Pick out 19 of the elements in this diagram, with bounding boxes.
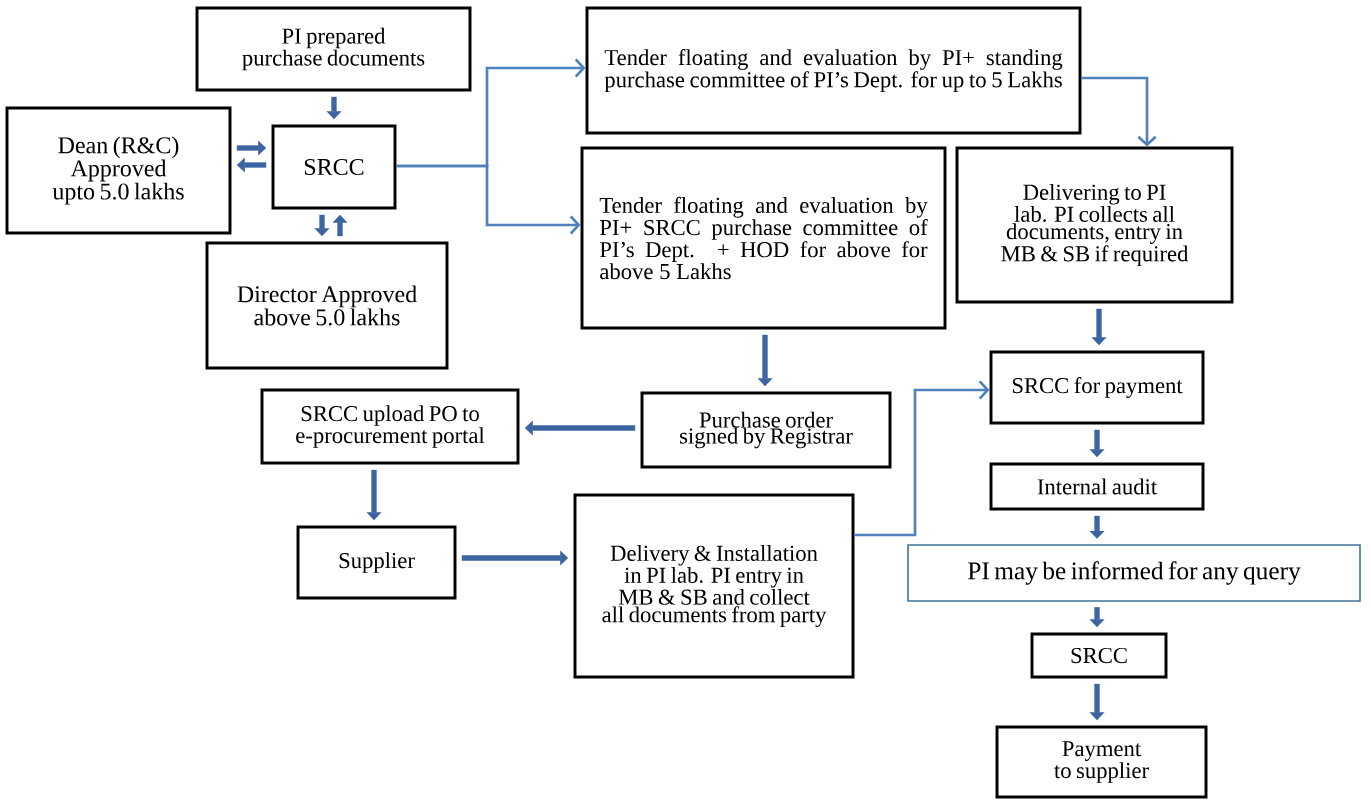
arrow [854, 380, 990, 537]
process-box: Payment to supplier [995, 725, 1208, 799]
arrow [1081, 76, 1157, 147]
process-box: Internal audit [989, 462, 1205, 511]
process-box: Purchase order signed by Registrar [640, 391, 892, 469]
process-box: Delivery & Installation in PI lab. PI entry in MB & SB and collect all documents from party [573, 493, 855, 679]
process-box: Tender floating and evaluation by PI+ standing purchase committee of PI’s Dept. for up to 5 Lakhs [585, 6, 1082, 135]
process-box: Delivering to PI lab. PI collects all documents, entry in MB & SB if required [955, 146, 1234, 304]
process-box: SRCC upload PO to e-procurement portal [260, 388, 520, 465]
process-box: SRCC for payment [989, 350, 1205, 425]
arrow [396, 164, 581, 235]
process-box: Tender floating and evaluation by PI+ SRCC purchase committee of PI’s Dept. + HOD for above for above 5 Lakhs [580, 146, 947, 330]
process-box: SRCC [1030, 632, 1168, 679]
process-box: PI prepared purchase documents [195, 6, 472, 92]
process-box: PI may be informed for any query [907, 544, 1361, 602]
process-box: Director Approved above 5.0 lakhs [205, 241, 449, 370]
process-box: Supplier [296, 525, 457, 600]
process-box: Dean (R&C) Approved upto 5.0 lakhs [5, 106, 232, 235]
process-box: SRCC [271, 124, 397, 210]
